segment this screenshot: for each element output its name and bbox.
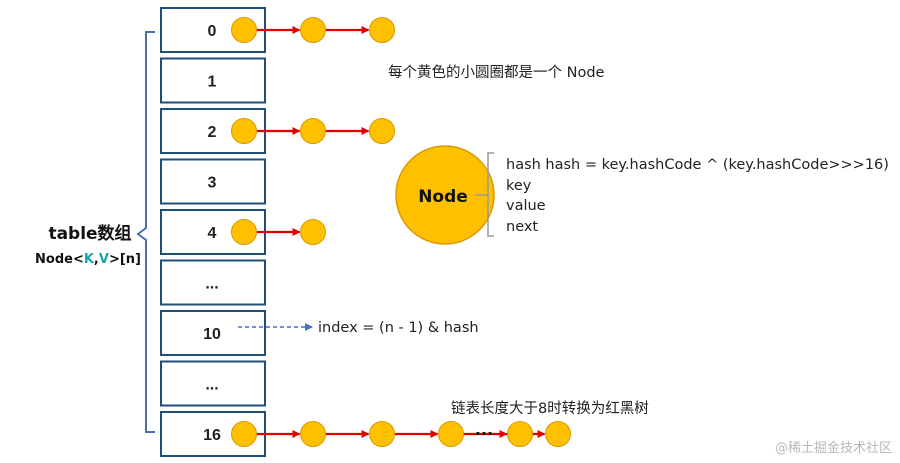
chain-node: [300, 17, 326, 43]
node-field-next: next: [506, 219, 538, 235]
bucket-chain-0: [231, 17, 395, 43]
bucket-chains: ···: [231, 17, 571, 447]
chain-node: [231, 118, 257, 144]
table-title: table数组: [48, 223, 131, 244]
table-cell-label: 10: [203, 326, 221, 343]
type-comma: ,: [94, 252, 99, 267]
table-cell-label: 0: [208, 23, 217, 40]
chain-node: [369, 421, 395, 447]
type-prefix: Node<: [35, 252, 84, 267]
table-cell-label: 2: [208, 124, 217, 141]
type-value: V: [99, 252, 109, 267]
table-cell-label: 16: [203, 427, 221, 444]
table-cell: [160, 158, 266, 205]
chain-node: [231, 17, 257, 43]
chain-node: [231, 219, 257, 245]
chain-node: [507, 421, 533, 447]
node-field-value: value: [506, 198, 546, 214]
node-field-key: key: [506, 178, 532, 194]
node-detail-circle: [395, 145, 495, 245]
table-cell: [160, 360, 266, 407]
chain-node: [300, 118, 326, 144]
treeify-note: 链表长度大于8时转换为红黑树: [451, 400, 649, 417]
table-cell-label: ...: [205, 377, 218, 394]
table-cell: [160, 259, 266, 306]
table-type-label: Node<K,V>[n]: [35, 252, 141, 267]
chain-node: [300, 219, 326, 245]
watermark: @稀土掘金技术社区: [775, 440, 892, 456]
bucket-chain-2: [231, 118, 395, 144]
bucket-chain-4: [231, 219, 326, 245]
type-key: K: [84, 252, 95, 267]
node-fields-brace: [487, 152, 494, 237]
bucket-chain-16: ···: [231, 421, 571, 447]
chain-node: [231, 421, 257, 447]
chain-node: [438, 421, 464, 447]
chain-node: [300, 421, 326, 447]
type-suffix: >[n]: [109, 252, 141, 267]
chain-node: [369, 118, 395, 144]
node-detail-label: Node: [418, 187, 468, 207]
table-array: 0 1 2 3 4... 10... 16: [160, 7, 266, 457]
table-cell-label: ...: [205, 276, 218, 293]
chain-node: [369, 17, 395, 43]
node-caption: 每个黄色的小圆圈都是一个 Node: [388, 64, 605, 81]
table-brace: [136, 31, 155, 433]
node-field-hash: hash hash = key.hashCode ^ (key.hashCode…: [506, 157, 889, 173]
chain-node: [545, 421, 571, 447]
table-cell: [160, 57, 266, 104]
table-cell-label: 3: [208, 175, 217, 192]
table-cell-label: 4: [208, 225, 217, 242]
index-formula: index = (n - 1) & hash: [318, 320, 479, 336]
table-cell-label: 1: [208, 74, 217, 91]
table-cell: [160, 310, 266, 356]
chain-ellipsis: ···: [475, 424, 493, 443]
